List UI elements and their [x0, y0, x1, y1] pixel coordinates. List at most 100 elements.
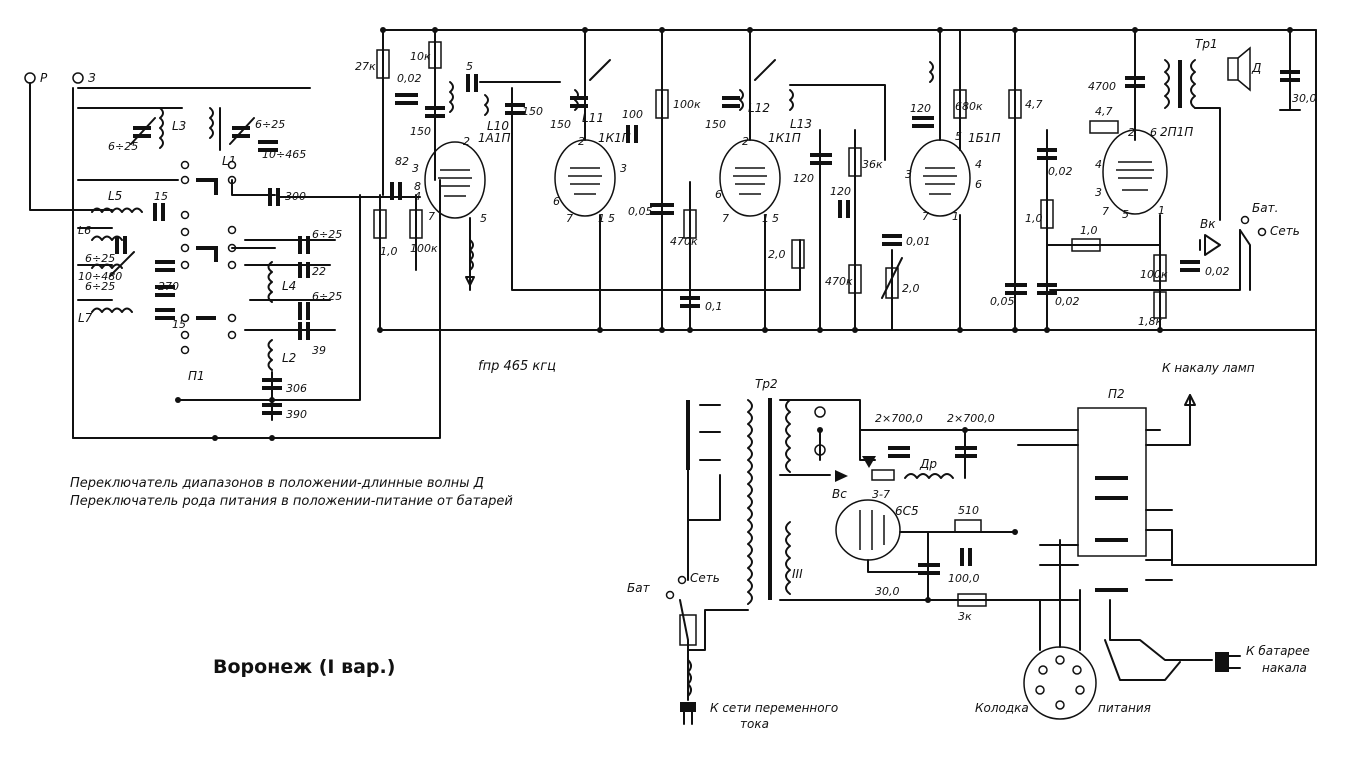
svg-text:27к: 27к [355, 60, 376, 73]
svg-text:6÷25: 6÷25 [85, 280, 115, 293]
tube-v2: 150 L11 100 2 3 6 7 1 5 1К1П 100к 0,05 4… [550, 29, 723, 331]
input-circuit: 6÷25 L3 6÷25 10÷465 L1 L5 15 L6 6÷25 10÷… [77, 87, 311, 331]
svg-text:5: 5 [480, 212, 487, 225]
svg-text:510: 510 [958, 504, 979, 517]
svg-text:2: 2 [463, 135, 470, 148]
antenna-terminal: Р [24, 71, 113, 211]
svg-text:3-7: 3-7 [872, 488, 890, 501]
svg-text:L11: L11 [582, 111, 604, 125]
svg-text:2: 2 [742, 135, 749, 148]
svg-text:1,0: 1,0 [1025, 212, 1043, 225]
svg-text:2×700,0: 2×700,0 [875, 412, 923, 425]
ground-label: З [88, 71, 96, 85]
svg-text:6: 6 [1150, 126, 1157, 139]
svg-text:L5: L5 [108, 189, 122, 203]
svg-text:100к: 100к [673, 98, 701, 111]
svg-text:5: 5 [1122, 208, 1129, 221]
svg-text:6÷25: 6÷25 [312, 228, 342, 241]
svg-text:30,0: 30,0 [875, 585, 900, 598]
svg-text:2: 2 [1128, 126, 1135, 139]
svg-text:Вк: Вк [1200, 217, 1216, 231]
svg-text:390: 390 [286, 408, 307, 421]
svg-text:0,05: 0,05 [990, 295, 1015, 308]
junction-dots [175, 27, 1293, 603]
svg-text:4,7: 4,7 [1025, 98, 1043, 111]
svg-text:1,8к: 1,8к [1138, 315, 1162, 328]
svg-text:6: 6 [975, 178, 982, 191]
svg-text:4: 4 [414, 190, 421, 203]
power-socket: Колодка питания К батарее накала [975, 539, 1310, 720]
svg-text:L13: L13 [790, 117, 812, 131]
svg-text:150: 150 [410, 125, 431, 138]
svg-text:Бат: Бат [627, 581, 651, 595]
heater-caption-1: К накалу ламп [1162, 361, 1255, 375]
socket-caption-1: Колодка [975, 701, 1029, 715]
tube-v5-label: 2П1П [1160, 125, 1193, 139]
svg-text:150: 150 [705, 118, 726, 131]
svg-text:6: 6 [715, 188, 722, 201]
svg-text:150: 150 [550, 118, 571, 131]
svg-text:0,01: 0,01 [906, 235, 931, 248]
svg-text:2,0: 2,0 [902, 282, 920, 295]
svg-text:10÷465: 10÷465 [262, 148, 306, 161]
svg-text:0,02: 0,02 [397, 72, 422, 85]
tube-v1-label: 1А1П [478, 131, 511, 145]
power-switch-main: Бат. Сеть [1239, 201, 1300, 291]
svg-text:3: 3 [412, 162, 419, 175]
svg-text:100: 100 [622, 108, 643, 121]
antenna-label: Р [40, 71, 48, 85]
svg-text:306: 306 [286, 382, 307, 395]
svg-text:1,0: 1,0 [380, 245, 398, 258]
transformer-tr2-label: Тр2 [755, 377, 778, 391]
svg-text:7: 7 [722, 212, 729, 225]
svg-text:6÷25: 6÷25 [312, 290, 342, 303]
svg-text:470к: 470к [670, 235, 698, 248]
svg-text:10к: 10к [410, 50, 431, 63]
switch-p2-label: П2 [1108, 387, 1125, 401]
power-switch-p2: П2 К накалу ламп [1017, 361, 1255, 601]
svg-text:5: 5 [772, 212, 779, 225]
tube-v4: 120 680к 5 3 4 6 7 1 1Б1П 4,7 0,05 0,02 … [905, 29, 1241, 331]
speaker-label: Д [1251, 61, 1261, 75]
transformer-tr1-label: Тр1 [1195, 37, 1218, 51]
svg-text:L12: L12 [748, 101, 770, 115]
svg-text:4,7: 4,7 [1095, 105, 1113, 118]
svg-text:100к: 100к [1140, 268, 1168, 281]
svg-text:36к: 36к [862, 158, 883, 171]
svg-text:6: 6 [553, 195, 560, 208]
band-switch-note: Переключатель диапазонов в положении-дли… [70, 476, 484, 491]
svg-text:4: 4 [975, 158, 982, 171]
svg-text:0,02: 0,02 [1205, 265, 1230, 278]
power-switch-note: Переключатель рода питания в положении-п… [70, 494, 513, 509]
svg-text:4700: 4700 [1088, 80, 1116, 93]
svg-text:0,02: 0,02 [1048, 165, 1073, 178]
svg-text:100,0: 100,0 [948, 572, 980, 585]
svg-text:3: 3 [620, 162, 627, 175]
svg-text:2×700,0: 2×700,0 [947, 412, 995, 425]
tube-v3: 150 L12 2 6 7 1 5 1К1П L13 2,0 120 120 3… [511, 29, 931, 331]
svg-text:1: 1 [1158, 204, 1165, 217]
svg-text:10÷480: 10÷480 [78, 270, 122, 283]
svg-text:III: III [792, 567, 803, 581]
svg-text:150: 150 [522, 105, 543, 118]
svg-text:L10: L10 [487, 119, 509, 133]
svg-text:6÷25: 6÷25 [85, 252, 115, 265]
svg-text:1,0: 1,0 [1080, 224, 1098, 237]
svg-text:L2: L2 [282, 351, 296, 365]
svg-text:L4: L4 [282, 279, 296, 293]
if-frequency: fпр 465 кгц [478, 359, 556, 374]
svg-text:0,02: 0,02 [1055, 295, 1080, 308]
band-switch-p1: П1 300 [180, 160, 421, 383]
switch-bat-label: Бат. [1252, 201, 1278, 215]
svg-text:1: 1 [952, 210, 959, 223]
svg-text:120: 120 [793, 172, 814, 185]
svg-text:L7: L7 [78, 311, 93, 325]
svg-text:5: 5 [608, 212, 615, 225]
svg-text:7: 7 [428, 210, 435, 223]
svg-text:30,0: 30,0 [1292, 92, 1317, 105]
svg-text:120: 120 [830, 185, 851, 198]
svg-text:6÷25: 6÷25 [255, 118, 285, 131]
svg-text:L6: L6 [78, 224, 91, 237]
svg-text:1: 1 [598, 212, 605, 225]
